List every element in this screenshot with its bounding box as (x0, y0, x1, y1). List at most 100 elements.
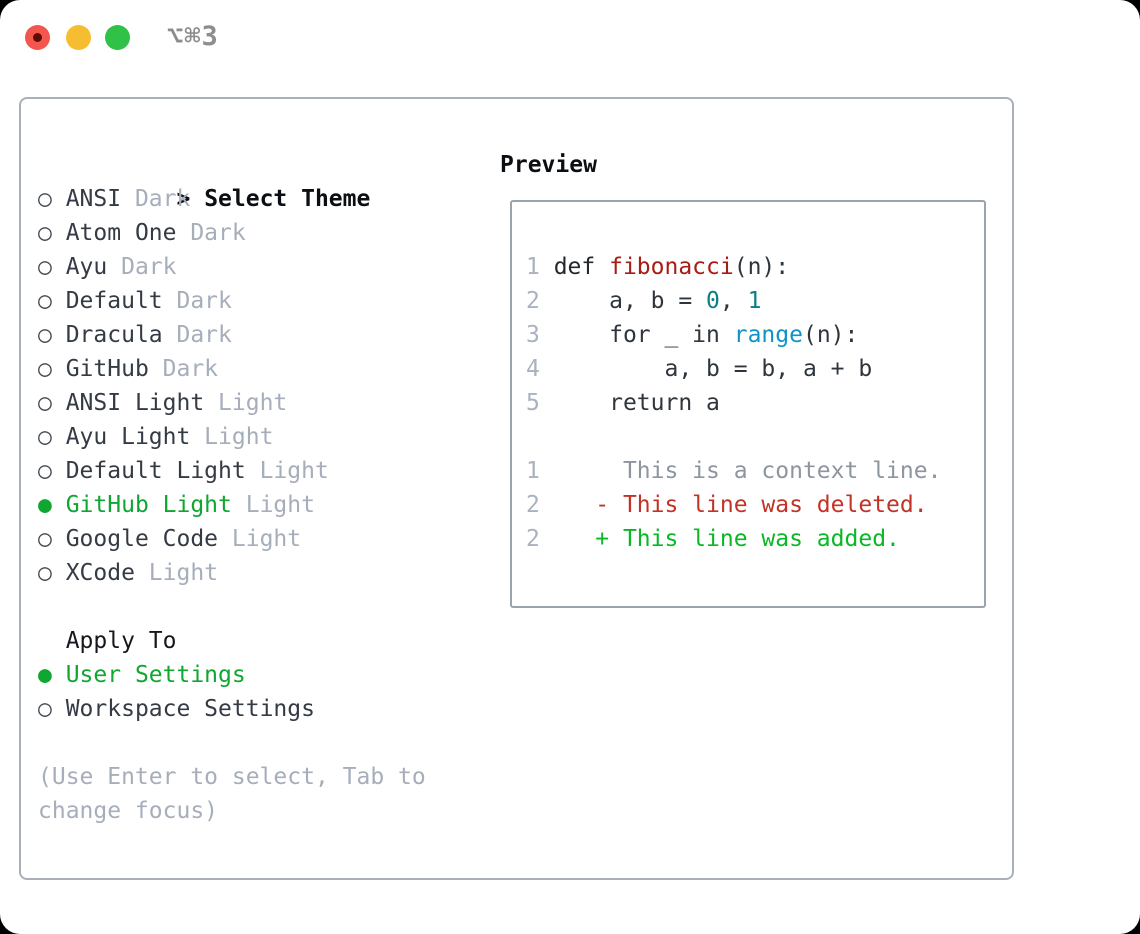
select-theme-header: > Select Theme (38, 148, 426, 212)
radio-unselected-icon: ○ (38, 288, 66, 314)
code-segment: a, b = (553, 288, 707, 314)
line-number: 4 (526, 356, 554, 382)
radio-unselected-icon: ○ (38, 560, 66, 586)
line-number: 5 (526, 390, 554, 416)
line-number: 1 (526, 458, 554, 484)
line-number: 1 (526, 254, 554, 280)
option-variant-label: Dark (121, 186, 191, 212)
theme-column: > Select Theme ○ ANSI Dark○ Atom One Dar… (38, 148, 426, 828)
code-segment: a, b = b, a + b (553, 356, 873, 382)
code-segment: + This line was added. (553, 526, 900, 552)
option-label: Dracula (65, 322, 163, 348)
theme-option-atom-one[interactable]: ○ Atom One Dark (38, 216, 426, 250)
option-label: User Settings (65, 662, 246, 688)
radio-selected-icon: ● (38, 662, 66, 688)
theme-option-default[interactable]: ○ Default Dark (38, 284, 426, 318)
code-segment: fibonacci (609, 254, 734, 280)
option-label: XCode (65, 560, 135, 586)
theme-option-github-light[interactable]: ● GitHub Light Light (38, 488, 426, 522)
radio-selected-icon: ● (38, 492, 66, 518)
option-variant-label: Dark (107, 254, 177, 280)
spacer (38, 590, 426, 624)
option-label: Ayu Light (65, 424, 191, 450)
code-segment: , (719, 288, 748, 314)
code-segment: for _ in (553, 322, 734, 348)
preview-code-line (526, 420, 984, 454)
theme-list: ○ ANSI Dark○ Atom One Dark○ Ayu Dark○ De… (38, 182, 426, 590)
option-label: Workspace Settings (65, 696, 315, 722)
radio-unselected-icon: ○ (38, 458, 66, 484)
preview-code-line: 5 return a (526, 386, 984, 420)
option-variant-label: Dark (176, 220, 246, 246)
apply-option-workspace-settings[interactable]: ○ Workspace Settings (38, 692, 426, 726)
code-segment: - This line was deleted. (553, 492, 928, 518)
code-segment: 0 (706, 288, 720, 314)
theme-option-xcode[interactable]: ○ XCode Light (38, 556, 426, 590)
preview-code-line: 2 a, b = 0, 1 (526, 284, 984, 318)
theme-option-default-light[interactable]: ○ Default Light Light (38, 454, 426, 488)
apply-option-user-settings[interactable]: ● User Settings (38, 658, 426, 692)
option-variant-label: Dark (162, 322, 232, 348)
preview-code-line: 1 This is a context line. (526, 454, 984, 488)
option-variant-label: Light (190, 424, 274, 450)
theme-option-ayu[interactable]: ○ Ayu Dark (38, 250, 426, 284)
theme-option-dracula[interactable]: ○ Dracula Dark (38, 318, 426, 352)
option-variant-label: Dark (148, 356, 219, 382)
minimize-button[interactable] (66, 25, 91, 50)
option-variant-label: Light (134, 560, 219, 586)
option-variant-label: Light (245, 458, 329, 484)
line-number: 2 (526, 288, 554, 314)
option-label: Default (65, 288, 163, 314)
option-label: ANSI Light (65, 390, 205, 416)
option-label: Google Code (65, 526, 219, 552)
preview-header: Preview (500, 152, 597, 178)
radio-unselected-icon: ○ (38, 424, 66, 450)
code-segment: def (553, 254, 610, 280)
window-title: ⌥⌘3 (167, 21, 219, 52)
preview-code-line: 4 a, b = b, a + b (526, 352, 984, 386)
preview-code-line: 2 + This line was added. (526, 522, 984, 556)
preview-code-line: 3 for _ in range(n): (526, 318, 984, 352)
radio-unselected-icon: ○ (38, 526, 66, 552)
line-number: 2 (526, 492, 554, 518)
zoom-button[interactable] (105, 25, 130, 50)
theme-option-ansi[interactable]: ○ ANSI Dark (38, 182, 426, 216)
preview-code-line: 1 def fibonacci(n): (526, 250, 984, 284)
radio-unselected-icon: ○ (38, 322, 66, 348)
apply-to-list: ● User Settings○ Workspace Settings (38, 658, 426, 726)
option-label: Ayu (65, 254, 108, 280)
option-variant-label: Light (218, 526, 302, 552)
theme-option-google-code[interactable]: ○ Google Code Light (38, 522, 426, 556)
line-number (526, 424, 554, 450)
option-label: GitHub (65, 356, 149, 382)
option-variant-label: Light (231, 492, 315, 518)
code-segment: return a (553, 390, 720, 416)
line-number: 2 (526, 526, 554, 552)
option-label: Atom One (65, 220, 177, 246)
option-variant-label: Light (204, 390, 288, 416)
theme-option-ayu-light[interactable]: ○ Ayu Light Light (38, 420, 426, 454)
option-variant-label: Dark (162, 288, 232, 314)
radio-unselected-icon: ○ (38, 390, 66, 416)
code-segment: range (733, 322, 803, 348)
spacer (38, 726, 426, 760)
radio-unselected-icon: ○ (38, 186, 66, 212)
option-label: GitHub Light (65, 492, 232, 518)
code-segment: (n): (802, 322, 859, 348)
option-label: Default Light (65, 458, 246, 484)
theme-option-github[interactable]: ○ GitHub Dark (38, 352, 426, 386)
theme-option-ansi-light[interactable]: ○ ANSI Light Light (38, 386, 426, 420)
radio-unselected-icon: ○ (38, 356, 66, 382)
line-number: 3 (526, 322, 554, 348)
title-bar: ⌥⌘3 (0, 0, 1140, 75)
code-segment: This is a context line. (553, 458, 942, 484)
radio-unselected-icon: ○ (38, 254, 66, 280)
selection-caret-icon: > (176, 186, 205, 212)
apply-to-header: Apply To (65, 628, 177, 654)
code-segment: (n): (733, 254, 790, 280)
option-label: ANSI (65, 186, 122, 212)
close-button[interactable] (25, 25, 50, 50)
